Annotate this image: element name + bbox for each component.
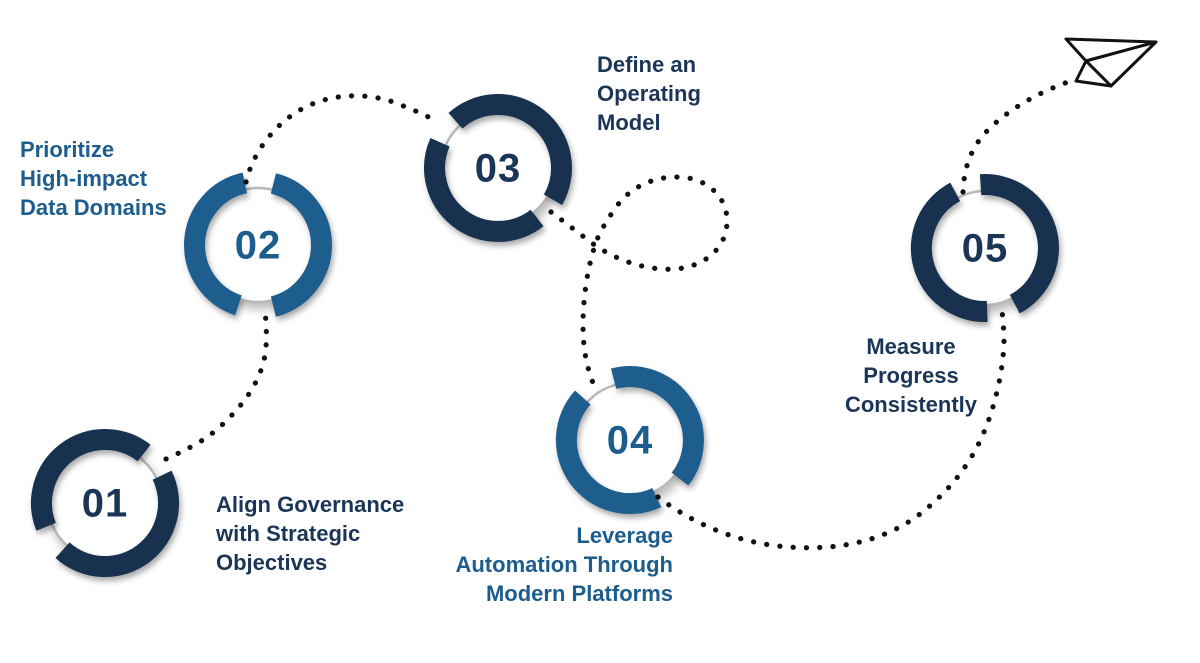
step-label-04: Leverage Automation Through Modern Platf…	[423, 521, 673, 608]
dotted-flow-path	[163, 79, 1071, 551]
label-line: High-impact	[20, 166, 148, 191]
label-line: Model	[597, 110, 661, 135]
label-line: Objectives	[216, 550, 328, 575]
label-line: Define an	[597, 52, 697, 77]
step-number-04: 04	[606, 418, 654, 463]
step-ring-01	[30, 429, 179, 578]
step-rings	[30, 94, 1059, 578]
step-ring-03	[424, 94, 572, 242]
label-line: Progress	[863, 363, 959, 388]
label-line: Prioritize	[20, 137, 115, 162]
step-number-05: 05	[961, 226, 1009, 271]
step-number-02: 02	[234, 223, 282, 268]
paper-plane-tail	[1074, 59, 1113, 88]
step-label-01: Align Governance with Strategic Objectiv…	[216, 490, 421, 577]
step-ring-arc	[448, 94, 572, 205]
label-line: Measure	[866, 334, 956, 359]
step-label-05: Measure Progress Consistently	[836, 332, 986, 419]
step-label-02: Prioritize High-impact Data Domains	[20, 135, 220, 222]
step-ring-arc	[910, 182, 988, 323]
step-ring-04	[555, 366, 704, 515]
step-ring-05	[910, 174, 1059, 323]
label-line: Operating	[597, 81, 701, 106]
step-ring-arc	[610, 366, 704, 486]
label-line: Leverage	[576, 523, 673, 548]
step-ring-arc	[55, 470, 179, 578]
label-line: Modern Platforms	[485, 581, 673, 606]
step-ring-arc	[30, 429, 151, 531]
paper-plane-icon	[1064, 37, 1158, 88]
step-label-03: Define an Operating Model	[597, 50, 737, 137]
label-line: Automation Through	[455, 552, 673, 577]
step-number-03: 03	[474, 146, 522, 191]
step-number-01: 01	[81, 481, 129, 526]
step-ring-arc	[555, 390, 662, 515]
label-line: Data Domains	[20, 195, 167, 220]
step-ring-02	[184, 172, 332, 317]
step-ring-arc	[979, 174, 1059, 314]
label-line: Align Governance	[216, 492, 405, 517]
label-line: Consistently	[844, 392, 978, 417]
step-ring-arc	[424, 137, 544, 242]
label-line: with Strategic	[216, 521, 361, 546]
step-ring-arc	[184, 172, 248, 316]
step-ring-arc	[270, 173, 332, 317]
